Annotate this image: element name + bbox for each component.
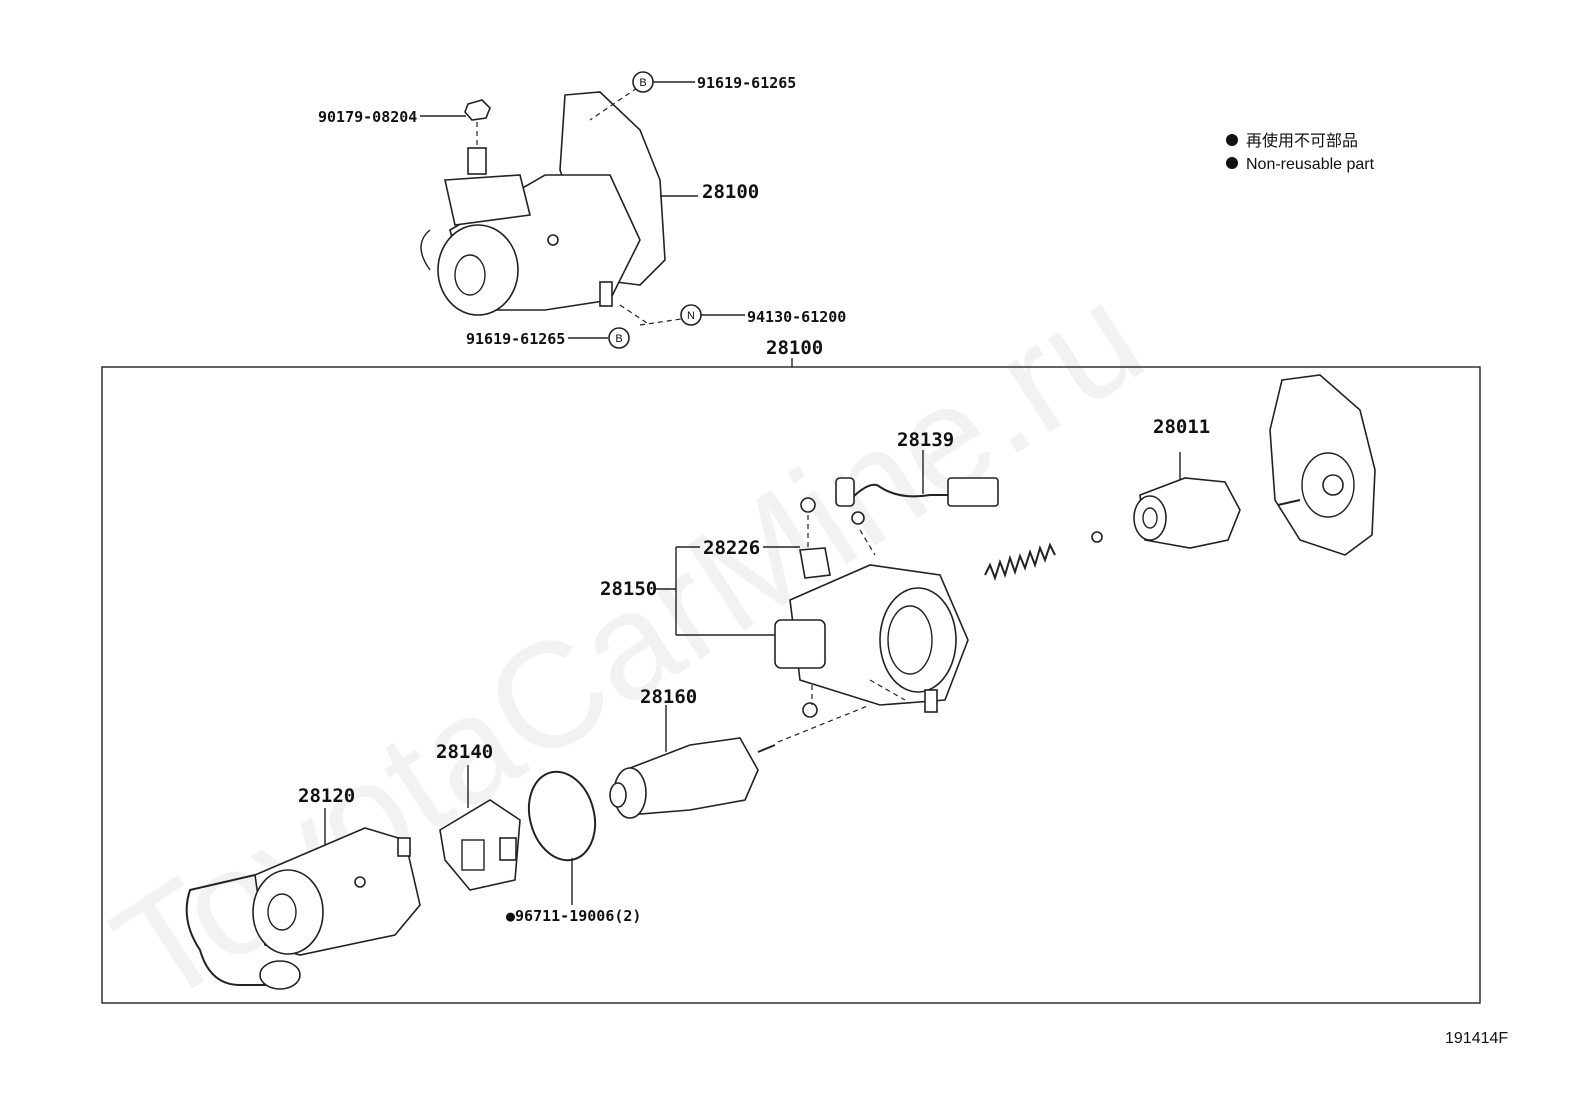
legend-text-jp: 再使用不可部品 (1246, 132, 1358, 150)
return-spring (984, 542, 1056, 582)
legend-bullet-en (1226, 157, 1238, 169)
label-28139: 28139 (897, 429, 954, 451)
legend-bullet-jp (1226, 134, 1238, 146)
label-96711-19006: ●96711-19006(2) (506, 907, 641, 925)
bolt-symbol-top-text: B (639, 77, 646, 89)
label-28011: 28011 (1153, 416, 1210, 438)
terminal-nut (800, 497, 816, 513)
bolt-symbol-bottom (608, 327, 630, 349)
o-ring (527, 770, 597, 862)
bracket-28226-28150: 28226 28150 (600, 537, 800, 636)
part-28140-brush-holder (439, 765, 521, 891)
label-28140: 28140 (436, 741, 493, 763)
terminal-stud (467, 147, 487, 175)
figure-code: 191414F (1445, 1030, 1508, 1047)
part-28011-drive-clutch (1133, 452, 1241, 549)
legend-text-en: Non-reusable part (1246, 156, 1375, 173)
part-28226-contact (799, 547, 831, 579)
solenoid (444, 174, 531, 226)
top-labels: 90179-08204 B 91619-61265 28100 N 94130-… (318, 71, 846, 349)
label-28100-top: 28100 (702, 181, 759, 203)
label-28100-box: 28100 (766, 337, 823, 359)
label-28150: 28150 (600, 578, 657, 600)
label-91619-61265-top: 91619-61265 (697, 74, 796, 92)
bolt-symbol-bottom-text: B (615, 333, 622, 345)
legend: 再使用不可部品 Non-reusable part (1226, 132, 1375, 173)
label-91619-61265-bottom: 91619-61265 (466, 330, 565, 348)
starter-end-cap (437, 224, 519, 316)
part-28120-yoke (185, 808, 421, 990)
label-90179-08204: 90179-08204 (318, 108, 417, 126)
label-28160: 28160 (640, 686, 697, 708)
part-28139-lead-wire (835, 450, 999, 525)
part-28150-field-frame (774, 497, 969, 718)
terminal-post (599, 281, 613, 307)
part-28160-armature (609, 704, 871, 819)
drive-housing (1269, 374, 1376, 556)
top-nut (464, 99, 491, 121)
label-28120: 28120 (298, 785, 355, 807)
label-28226: 28226 (703, 537, 760, 559)
top-starter-assembly (420, 87, 689, 326)
exploded-view-box (101, 366, 1481, 1004)
nut-symbol-text: N (687, 310, 695, 322)
steel-ball (1091, 531, 1103, 543)
bottom-nut (802, 702, 818, 718)
label-94130-61200: 94130-61200 (747, 308, 846, 326)
